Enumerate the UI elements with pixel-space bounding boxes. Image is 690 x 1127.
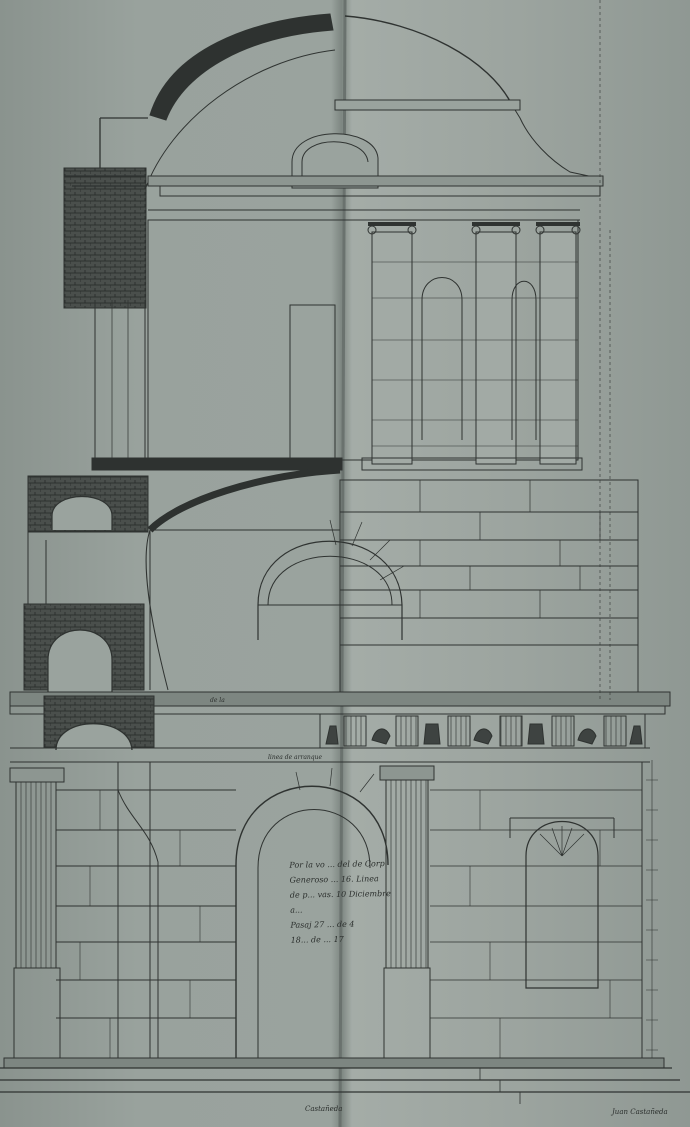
lower-arch [47,629,113,694]
drum-window-1 [421,277,463,440]
blind-window [525,821,599,989]
drum-columns [367,222,581,465]
center-column [385,779,429,969]
dome-inner-curve [144,49,336,191]
main-entrance-arch [235,785,389,1058]
drum-cornice [147,175,604,187]
plinth [3,1057,665,1069]
frieze-metopes [325,723,643,745]
left-column [15,781,57,969]
frieze-triglyphs [343,715,627,747]
arch-springing-label: linea de arranque [268,754,323,761]
signature-center: Castañeda [305,1105,343,1113]
steps [0,1067,690,1093]
handwritten-inscription: Por la vo ... del de Corp Generoso ... 1… [289,854,491,947]
dimension-ruler [599,0,658,1060]
dome-exterior-curve [344,15,513,106]
window-fan-lines [539,826,585,857]
left-cornice-masonry [63,167,147,309]
signature-right: Juan Castañeda [612,1108,668,1116]
upper-arch [51,496,113,530]
vault-curve [147,466,341,533]
dome-section-shell [149,13,334,121]
middle-lunette [257,540,403,640]
cornice-label: de la [210,697,225,704]
drum-window-2 [511,280,537,440]
